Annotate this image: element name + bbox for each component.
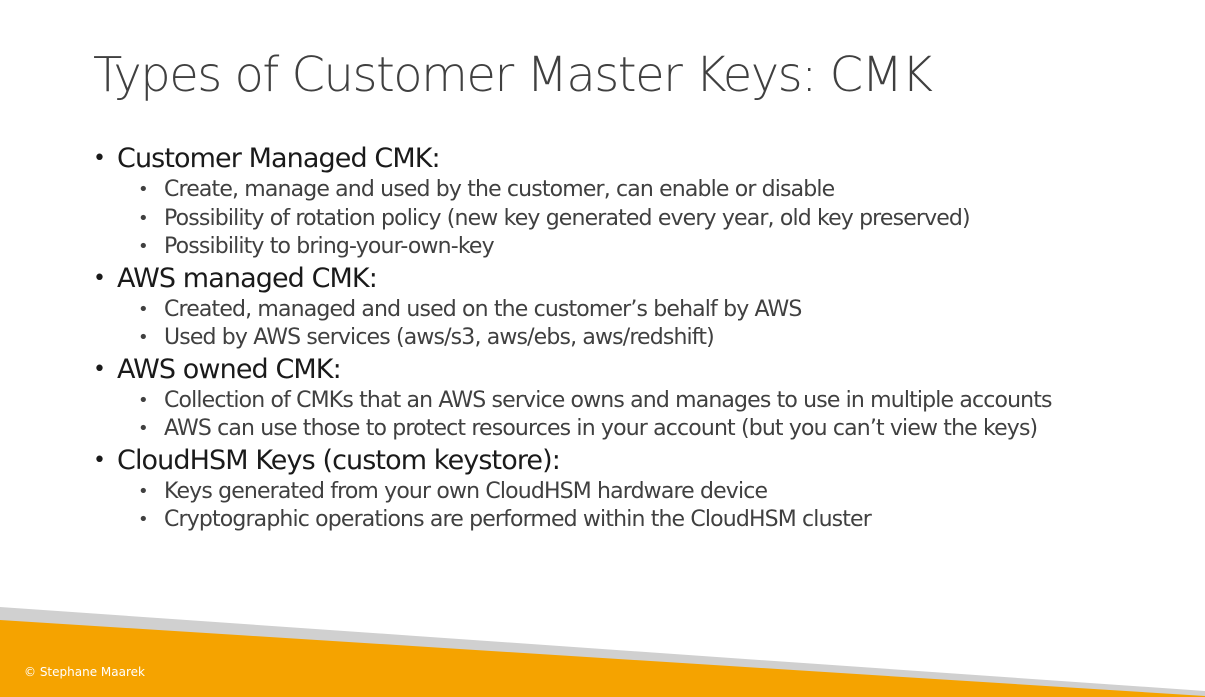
bullet-icon: • [93, 356, 106, 382]
section-heading: • Customer Managed CMK: [93, 142, 1173, 176]
section-aws-owned-cmk: • AWS owned CMK: • Collection of CMKs tha… [93, 353, 1173, 444]
list-item: • Possibility to bring-your-own-key [93, 233, 1173, 262]
list-item-text: Create, manage and used by the customer,… [164, 177, 835, 202]
list-item: • Created, managed and used on the custom… [93, 296, 1173, 325]
sub-list: • Create, manage and used by the customer… [93, 176, 1173, 262]
list-item-text: Used by AWS services (aws/s3, aws/ebs, a… [164, 325, 715, 350]
section-heading: • AWS managed CMK: [93, 262, 1173, 296]
slide-title: Types of Customer Master Keys: CMK [93, 47, 933, 103]
list-item-text: Keys generated from your own CloudHSM ha… [164, 478, 768, 504]
section-heading-text: Customer Managed CMK: [117, 143, 441, 174]
list-item-text: Collection of CMKs that an AWS service o… [164, 387, 1053, 413]
list-item-text: Possibility to bring-your-own-key [164, 234, 495, 259]
bullet-icon: • [138, 509, 149, 530]
footer-orange-band [0, 620, 1205, 697]
section-aws-managed-cmk: • AWS managed CMK: • Created, managed and… [93, 262, 1173, 353]
section-heading: • AWS owned CMK: [93, 353, 1173, 387]
bullet-icon: • [93, 447, 106, 473]
list-item-text: Possibility of rotation policy (new key … [164, 205, 971, 231]
sub-list: • Keys generated from your own CloudHSM h… [93, 478, 1173, 535]
section-customer-managed-cmk: • Customer Managed CMK: • Create, manage … [93, 142, 1173, 262]
copyright-text: © Stephane Maarek [24, 665, 145, 679]
list-item-text: Cryptographic operations are performed w… [164, 507, 872, 532]
section-heading-text: CloudHSM Keys (custom keystore): [117, 444, 561, 476]
sub-list: • Collection of CMKs that an AWS service … [93, 387, 1173, 444]
list-item: • Possibility of rotation policy (new key… [93, 205, 1173, 234]
list-item: • Collection of CMKs that an AWS service … [93, 387, 1173, 416]
bullet-icon: • [138, 298, 149, 320]
list-item: • AWS can use those to protect resources … [93, 415, 1173, 444]
bullet-icon: • [138, 389, 149, 411]
bullet-icon: • [93, 146, 106, 171]
list-item: • Cryptographic operations are performed … [93, 506, 1173, 535]
bullet-icon: • [138, 480, 149, 502]
sub-list: • Created, managed and used on the custom… [93, 296, 1173, 353]
bullet-icon: • [93, 265, 106, 291]
list-item: • Create, manage and used by the customer… [93, 176, 1173, 205]
section-cloudhsm-keys: • CloudHSM Keys (custom keystore): • Keys… [93, 444, 1173, 535]
bullet-icon: • [138, 327, 149, 348]
bullet-icon: • [138, 418, 149, 439]
list-item: • Keys generated from your own CloudHSM h… [93, 478, 1173, 507]
section-heading-text: AWS owned CMK: [117, 353, 342, 385]
bullet-icon: • [138, 236, 149, 257]
list-item-text: AWS can use those to protect resources i… [164, 416, 1038, 441]
list-item: • Used by AWS services (aws/s3, aws/ebs, … [93, 324, 1173, 353]
section-heading-text: AWS managed CMK: [117, 262, 378, 294]
bullet-icon: • [138, 179, 149, 200]
section-heading: • CloudHSM Keys (custom keystore): [93, 444, 1173, 478]
list-item-text: Created, managed and used on the custome… [164, 296, 802, 322]
bullet-icon: • [138, 207, 149, 229]
slide-content: • Customer Managed CMK: • Create, manage … [93, 142, 1173, 535]
footer-band [0, 607, 1205, 697]
